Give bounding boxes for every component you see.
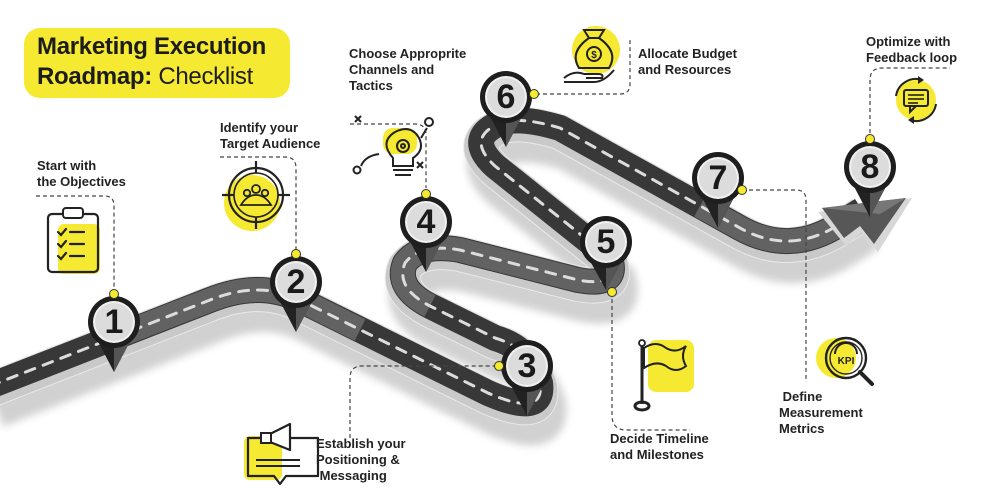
step-1-label-line: Start with (37, 158, 97, 173)
svg-text:$: $ (591, 50, 597, 61)
step-7-label-line: Metrics (779, 421, 825, 436)
pin-number-4: 4 (416, 203, 436, 241)
pin-number-6: 6 (496, 78, 516, 116)
step-6-label: Allocate Budget and Resources (638, 46, 737, 78)
flag-icon (633, 339, 694, 412)
connector-lines (36, 40, 950, 438)
pin-number-3: 3 (517, 347, 537, 385)
pin-number-2: 2 (286, 263, 306, 301)
lightbulb-strategy-icon (352, 115, 434, 176)
step-4-label-line: Tactics (349, 78, 393, 93)
step-1-label: Start with the Objectives (37, 158, 126, 190)
pin-5 (580, 216, 632, 297)
pin-1 (88, 289, 140, 372)
pin-number-5: 5 (596, 223, 616, 261)
money-bag-hand-icon: $ (563, 26, 620, 83)
step-8-label: Optimize with Feedback loop (866, 34, 957, 66)
title-badge (24, 28, 290, 98)
pin-7 (692, 152, 747, 228)
megaphone-message-icon (244, 422, 320, 486)
pin-4 (400, 189, 452, 272)
step-5-label-line: Decide Timeline (610, 431, 709, 446)
step-4-label: Choose Approprite Channels and Tactics (349, 46, 466, 94)
step-4-label-line: Channels and (349, 62, 435, 77)
step-5-label-line: and Milestones (610, 447, 704, 462)
title-bold-part: Roadmap: (37, 63, 152, 90)
step-8-label-line: Optimize with (866, 34, 951, 49)
step-2-label: Identify your Target Audience (220, 120, 320, 152)
step-8-label-line: Feedback loop (866, 50, 958, 65)
pin-6 (480, 71, 539, 147)
step-3-label: Establish your Positioning & Messaging (316, 436, 406, 484)
pin-3 (494, 340, 553, 416)
clipboard-checklist-icon (46, 207, 100, 274)
step-2-label-line: Identify your (220, 120, 299, 135)
target-audience-icon (222, 161, 290, 231)
svg-text:KPI: KPI (838, 356, 855, 367)
title-line-2: Roadmap: Checklist (37, 63, 253, 91)
step-6-label-line: Allocate Budget (638, 46, 737, 61)
step-3-label-line: Establish your (316, 436, 406, 451)
pin-number-8: 8 (860, 148, 880, 186)
step-5-label: Decide Timeline and Milestones (610, 431, 709, 463)
step-4-label-line: Choose Approprite (349, 46, 467, 61)
step-7-label-line: Define (779, 389, 823, 404)
step-2-label-line: Target Audience (220, 136, 321, 151)
road-arrow-head (818, 198, 912, 252)
step-3-label-line: Positioning & (316, 452, 400, 467)
step-6-label-line: and Resources (638, 62, 732, 77)
pin-number-1: 1 (104, 303, 124, 341)
pin-8 (844, 134, 896, 217)
step-7-label-line: Measurement (779, 405, 863, 420)
title-line-1: Marketing Execution (37, 33, 267, 60)
feedback-loop-chat-icon (895, 76, 937, 124)
step-7-label: Define Measurement Metrics (779, 389, 863, 437)
pin-2 (270, 249, 322, 332)
pin-number-7: 7 (708, 159, 728, 197)
kpi-magnifier-icon: KPI (816, 336, 874, 386)
step-1-label-line: the Objectives (37, 174, 126, 189)
step-3-label-line: Messaging (316, 468, 387, 483)
title-light-part: Checklist (151, 63, 253, 90)
